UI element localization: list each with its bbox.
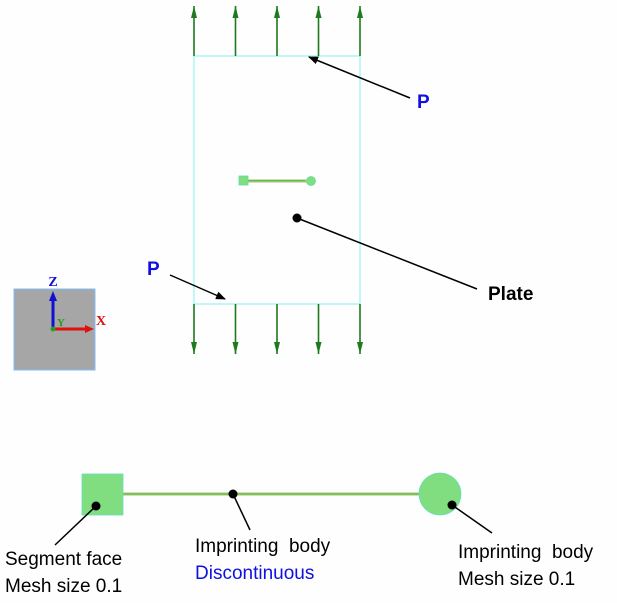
- segment-face-title: Segment face: [5, 549, 123, 570]
- imprinting-body-detail: [81, 472, 462, 516]
- leader-imprinting-body-right: [447, 500, 493, 534]
- leader-plate: [292, 213, 478, 290]
- leader-p-bottom: [169, 274, 226, 300]
- bottom-load-arrows: [191, 304, 363, 354]
- load-arrow-bottom-5: [357, 304, 363, 354]
- segment-face: [81, 473, 124, 516]
- load-arrow-top-5: [357, 6, 363, 56]
- load-arrow-top-3: [274, 6, 280, 56]
- callout-imprinting-body-right: Imprinting body Mesh size 0.1: [458, 539, 593, 593]
- top-load-arrows: [191, 6, 363, 56]
- label-p-top: P: [417, 92, 430, 113]
- load-arrow-top-4: [315, 6, 322, 56]
- leader-p-top: [308, 56, 411, 99]
- load-arrow-top-2: [232, 6, 239, 56]
- axis-x-label: X: [96, 314, 106, 329]
- label-plate: Plate: [488, 284, 534, 305]
- load-arrow-bottom-4: [315, 304, 322, 354]
- imprinting-body-mid-title: Imprinting body: [195, 536, 331, 557]
- load-arrow-top-1: [191, 6, 197, 56]
- axis-y-label: Y: [57, 317, 65, 329]
- load-arrow-bottom-3: [274, 304, 280, 354]
- leader-imprinting-body-mid: [228, 489, 251, 531]
- callout-segment-face: Segment face Mesh size 0.1: [5, 546, 122, 600]
- segment-face-small: [238, 175, 249, 186]
- imprinting-body-small: [238, 175, 316, 186]
- callout-imprinting-body-mid: Imprinting body Discontinuous: [195, 533, 330, 587]
- segment-face-mesh-size: Mesh size 0.1: [5, 576, 123, 597]
- label-p-bottom: P: [147, 259, 160, 280]
- endpoint-circle: [418, 472, 462, 516]
- endpoint-circle-small: [306, 176, 316, 186]
- imprinting-body-right-title: Imprinting body: [458, 542, 594, 563]
- load-arrow-bottom-1: [191, 304, 197, 354]
- axis-triad: Z X Y: [13, 275, 106, 371]
- imprinting-body-right-mesh-size: Mesh size 0.1: [458, 569, 576, 590]
- leader-segment-face: [54, 501, 101, 546]
- axis-z-label: Z: [48, 275, 57, 290]
- imprinting-body-mid-status: Discontinuous: [195, 563, 315, 584]
- load-arrow-bottom-2: [232, 304, 239, 354]
